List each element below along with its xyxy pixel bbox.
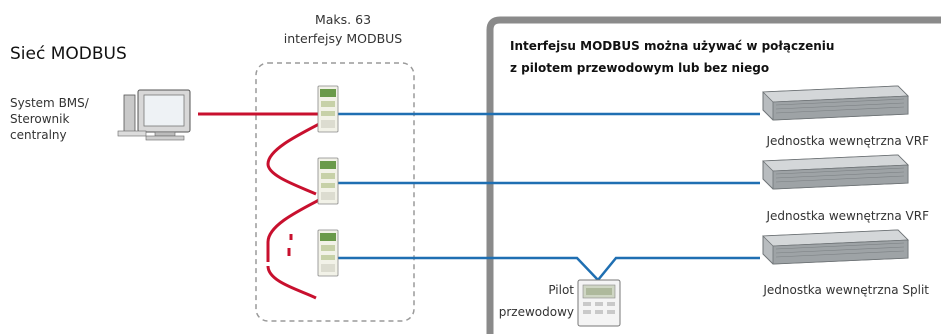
pilot-label-line2: przewodowy bbox=[498, 305, 574, 319]
modbus-interface-module bbox=[317, 157, 339, 205]
unit-label-3: Jednostka wewnętrzna Split bbox=[763, 283, 929, 297]
modbus-interface-module bbox=[317, 85, 339, 133]
interfaces-limit-line1: Maks. 63 bbox=[314, 12, 372, 27]
indoor-unit-icon bbox=[762, 229, 909, 265]
unit-label-1: Jednostka wewnętrzna VRF bbox=[766, 134, 929, 148]
unit-label-2: Jednostka wewnętrzna VRF bbox=[766, 209, 929, 223]
modbus-interface-module bbox=[317, 229, 339, 277]
installation-frame bbox=[486, 16, 941, 334]
signal-lines bbox=[338, 112, 760, 282]
modbus-chain bbox=[198, 112, 324, 300]
computer-icon bbox=[117, 89, 191, 141]
interfaces-dashed-box bbox=[255, 62, 415, 322]
network-title: Sieć MODBUS bbox=[10, 44, 127, 64]
bms-label-line2: Sterownik bbox=[10, 112, 70, 126]
pilot-label-line1: Pilot bbox=[548, 283, 574, 297]
chain-gap-marks bbox=[287, 234, 293, 256]
note-line2: z pilotem przewodowym lub bez niego bbox=[510, 61, 770, 75]
wired-remote-icon bbox=[577, 279, 621, 327]
indoor-unit-icon bbox=[762, 85, 909, 121]
bms-label-line3: centralny bbox=[10, 128, 67, 142]
bms-label-line1: System BMS/ bbox=[10, 96, 89, 110]
note-line1: Interfejsu MODBUS można używać w połącze… bbox=[510, 39, 835, 53]
bms-label: System BMS/ Sterownik centralny bbox=[10, 95, 89, 143]
interfaces-limit-line2: interfejsy MODBUS bbox=[283, 31, 403, 46]
indoor-unit-icon bbox=[762, 154, 909, 190]
